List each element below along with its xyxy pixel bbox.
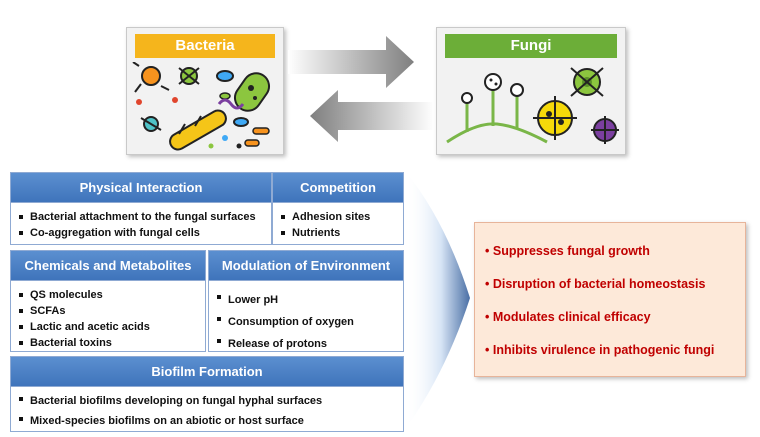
list-item: Consumption of oxygen [217, 311, 397, 333]
list-item: QS molecules [19, 287, 199, 303]
list-item: Lower pH [217, 289, 397, 311]
list-item: Bacterial toxins [19, 335, 199, 351]
outcomes-box: Suppresses fungal growth Disruption of b… [474, 222, 746, 377]
bacteria-panel: Bacteria [126, 27, 284, 155]
sporangia-icon [461, 73, 524, 104]
fungi-panel: Fungi [436, 27, 626, 155]
green-fungus-icon [570, 67, 604, 97]
competition-box: Competition Adhesion sites Nutrients [272, 172, 404, 245]
left-arrow-icon [310, 90, 434, 142]
list-item: Bacterial biofilms developing on fungal … [19, 391, 397, 411]
outcome-item: Suppresses fungal growth [485, 239, 745, 272]
chemicals-title: Chemicals and Metabolites [11, 251, 205, 281]
outcome-item: Modulates clinical efficacy [485, 305, 745, 338]
competition-title: Competition [273, 173, 403, 203]
physical-interaction-title: Physical Interaction [11, 173, 271, 203]
fungi-illustration [437, 62, 625, 154]
list-item: Bacterial attachment to the fungal surfa… [19, 209, 265, 225]
exchange-arrows [288, 36, 434, 142]
environment-box: Modulation of Environment Lower pH Consu… [208, 250, 404, 352]
list-item: Nutrients [281, 225, 397, 241]
list-item: Mixed-species biofilms on an abiotic or … [19, 411, 397, 431]
spirochete-icon [217, 98, 245, 110]
yellow-fungus-icon [533, 96, 577, 140]
outcome-item: Inhibits virulence in pathogenic fungi [485, 338, 745, 371]
list-item: Lactic and acetic acids [19, 319, 199, 335]
list-item: Adhesion sites [281, 209, 397, 225]
list-item: Release of protons [217, 333, 397, 355]
funnel-arrow-icon [406, 172, 470, 428]
list-item: SCFAs [19, 303, 199, 319]
bacteria-title: Bacteria [135, 34, 275, 58]
yellow-rod-icon [169, 109, 227, 151]
teal-bacterium-icon [140, 116, 162, 132]
chemicals-box: Chemicals and Metabolites QS molecules S… [10, 250, 206, 352]
red-dot-icon [136, 99, 142, 105]
fungi-title: Fungi [445, 34, 617, 58]
orange-capsules-icon [244, 127, 270, 147]
biofilm-title: Biofilm Formation [11, 357, 403, 387]
hyphae-icon [446, 88, 548, 144]
green-bacillus-icon [233, 72, 271, 112]
green-spiky-icon [178, 67, 200, 85]
right-arrow-icon [288, 36, 414, 88]
physical-interaction-box: Physical Interaction Bacterial attachmen… [10, 172, 272, 245]
effect-arrow [406, 172, 470, 428]
outcome-item: Disruption of bacterial homeostasis [485, 272, 745, 305]
bacteria-illustration [127, 61, 283, 154]
environment-title: Modulation of Environment [209, 251, 403, 281]
orange-bacterium-icon [132, 61, 170, 93]
list-item: Co-aggregation with fungal cells [19, 225, 265, 241]
biofilm-box: Biofilm Formation Bacterial biofilms dev… [10, 356, 404, 432]
purple-fungus-icon [591, 116, 619, 144]
